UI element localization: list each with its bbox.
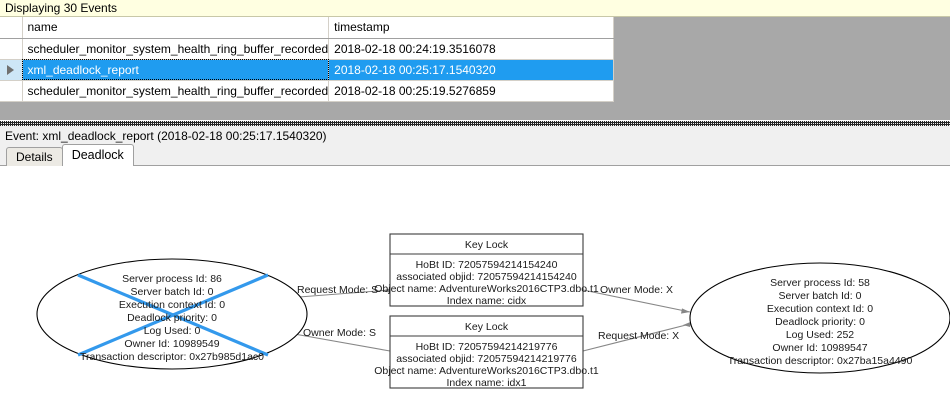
process-node-right[interactable]: Server process Id: 58 Server batch Id: 0… — [689, 262, 950, 374]
column-header-timestamp[interactable]: timestamp — [328, 17, 615, 39]
row-indicator-cell[interactable] — [0, 59, 23, 81]
events-table-header: name timestamp — [0, 17, 615, 39]
process-left-line-4: Log Used: 0 — [144, 325, 201, 337]
detail-tabstrip[interactable]: Details Deadlock — [0, 144, 950, 166]
process-right-line-5: Owner Id: 10989547 — [772, 342, 867, 354]
bottom-key-lock-box[interactable] — [389, 315, 584, 389]
edge-left-owner-label: Owner Mode: S — [303, 327, 376, 339]
process-right-line-2: Execution context Id: 0 — [767, 303, 873, 315]
process-node-right-ellipse[interactable] — [689, 262, 950, 374]
header-row: name timestamp — [0, 17, 615, 39]
process-right-line-1: Server batch Id: 0 — [779, 290, 862, 302]
row-name-cell[interactable]: scheduler_monitor_system_health_ring_buf… — [22, 80, 330, 102]
tab-deadlock[interactable]: Deadlock — [61, 144, 134, 166]
edge-left-request-label: Request Mode: S — [297, 284, 378, 296]
displaying-events-banner: Displaying 30 Events — [0, 0, 950, 17]
edge-right-request-label: Request Mode: X — [598, 330, 679, 342]
edge-left-request-arrow-icon — [382, 288, 390, 293]
top-key-lock-line-0: HoBt ID: 72057594214154240 — [416, 259, 558, 271]
event-detail-header: Event: xml_deadlock_report (2018-02-18 0… — [0, 126, 950, 145]
bottom-key-lock-line-2: Object name: AdventureWorks2016CTP3.dbo.… — [374, 365, 599, 377]
events-table-body: scheduler_monitor_system_health_ring_buf… — [0, 38, 615, 102]
process-right-line-4: Log Used: 252 — [786, 329, 854, 341]
process-left-line-0: Server process Id: 86 — [122, 273, 222, 285]
deadlock-graph-panel[interactable]: Request Mode: S Owner Mode: S Owner Mode… — [0, 165, 950, 400]
table-row[interactable]: scheduler_monitor_system_health_ring_buf… — [0, 38, 615, 60]
top-key-lock-line-2: Object name: AdventureWorks2016CTP3.dbo.… — [374, 283, 599, 295]
edge-right-request-group: Request Mode: X — [582, 321, 691, 352]
bottom-key-lock-line-1: associated objid: 72057594214219776 — [396, 353, 577, 365]
edge-right-request-arrow-icon — [683, 321, 691, 327]
edge-right-owner-group: Owner Mode: X — [582, 284, 691, 314]
events-table[interactable]: name timestamp scheduler_monitor_system_… — [0, 17, 615, 102]
top-key-lock-title: Key Lock — [465, 239, 509, 251]
bottom-key-lock-line-3: Index name: idx1 — [447, 377, 527, 389]
table-row-selected[interactable]: xml_deadlock_report 2018-02-18 00:25:17.… — [0, 59, 615, 81]
column-header-indicator — [0, 17, 23, 39]
row-timestamp-cell[interactable]: 2018-02-18 00:25:17.1540320 — [328, 59, 615, 81]
event-detail-title: Event: xml_deadlock_report (2018-02-18 0… — [5, 128, 327, 143]
process-right-line-3: Deadlock priority: 0 — [775, 316, 865, 328]
process-right-line-6: Transaction descriptor: 0x27ba15a4490 — [728, 355, 913, 367]
bottom-key-lock-title: Key Lock — [465, 321, 509, 333]
top-key-lock-line-3: Index name: cidx — [447, 295, 527, 307]
deadlock-graph-svg[interactable]: Request Mode: S Owner Mode: S Owner Mode… — [0, 166, 950, 400]
process-left-line-6: Transaction descriptor: 0x27b985d1ac0 — [80, 351, 264, 363]
top-key-lock-line-1: associated objid: 72057594214154240 — [396, 271, 577, 283]
resource-node-top-key-lock[interactable]: Key Lock HoBt ID: 72057594214154240 asso… — [374, 233, 599, 307]
column-header-name[interactable]: name — [22, 17, 330, 39]
edge-left-owner-line — [282, 331, 391, 352]
edge-right-owner-label: Owner Mode: X — [600, 284, 673, 296]
process-left-line-2: Execution context Id: 0 — [119, 299, 225, 311]
process-left-line-5: Owner Id: 10989549 — [124, 338, 219, 350]
edge-right-owner-line — [582, 289, 691, 313]
row-timestamp-cell[interactable]: 2018-02-18 00:24:19.3516078 — [328, 38, 615, 60]
resource-node-bottom-key-lock[interactable]: Key Lock HoBt ID: 72057594214219776 asso… — [374, 315, 599, 389]
table-row[interactable]: scheduler_monitor_system_health_ring_buf… — [0, 80, 615, 102]
displaying-events-label: Displaying 30 Events — [5, 1, 118, 15]
edge-right-request-line — [582, 323, 691, 352]
horizontal-splitter[interactable] — [0, 120, 950, 126]
row-name-cell[interactable]: xml_deadlock_report — [22, 59, 330, 81]
edge-right-owner-arrow-icon — [681, 308, 690, 314]
process-left-line-3: Deadlock priority: 0 — [127, 312, 217, 324]
process-node-left[interactable]: Server process Id: 86 Server batch Id: 0… — [36, 258, 308, 370]
bottom-key-lock-line-0: HoBt ID: 72057594214219776 — [416, 341, 558, 353]
row-name-cell[interactable]: scheduler_monitor_system_health_ring_buf… — [22, 38, 330, 60]
row-indicator-cell[interactable] — [0, 38, 23, 60]
row-timestamp-cell[interactable]: 2018-02-18 00:25:19.5276859 — [328, 80, 615, 102]
process-left-line-1: Server batch Id: 0 — [131, 286, 214, 298]
events-grid[interactable]: name timestamp scheduler_monitor_system_… — [0, 17, 950, 120]
tab-details[interactable]: Details — [6, 147, 63, 166]
row-indicator-cell[interactable] — [0, 80, 23, 102]
top-key-lock-box[interactable] — [389, 233, 584, 307]
row-selector-arrow-icon — [7, 65, 15, 76]
process-right-line-0: Server process Id: 58 — [770, 277, 870, 289]
deadlock-victim-cross-icon — [77, 273, 269, 357]
